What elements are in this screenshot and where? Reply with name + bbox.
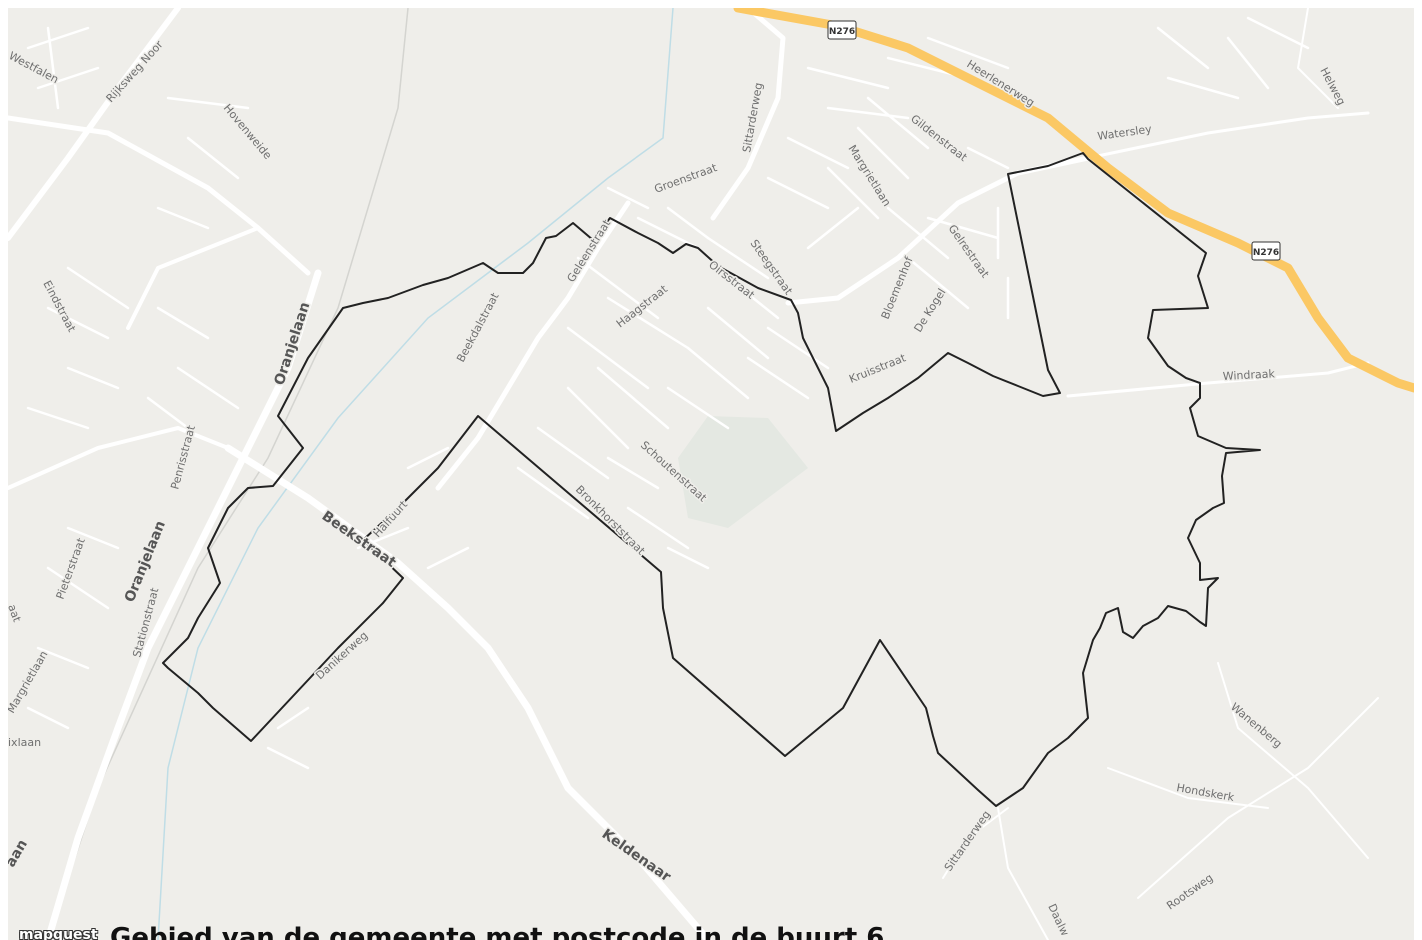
road-beekstraat xyxy=(224,444,712,940)
road-label: Margrietlaan xyxy=(845,143,893,209)
highway-shield: N276 xyxy=(827,20,857,40)
road-label: Daalw xyxy=(1045,902,1071,938)
road-east-west xyxy=(785,155,1091,306)
svg-text:N276: N276 xyxy=(829,27,855,37)
road-oranjelaan xyxy=(44,269,322,940)
road-label: Groenstraat xyxy=(653,161,720,196)
road-label: Oranjelaan xyxy=(122,519,169,605)
road-south-3 xyxy=(1137,697,1379,899)
road-helweg xyxy=(1297,8,1339,109)
road-label: aat xyxy=(8,603,24,625)
road-label: Hovenweide xyxy=(221,102,275,162)
road-south-1 xyxy=(997,807,1049,940)
road-label: Geleenstraat xyxy=(565,217,614,285)
road-label: Rijksweg Noor xyxy=(104,38,166,105)
road-geleenstraat xyxy=(435,200,631,491)
map-canvas[interactable]: N276 N276 Rijksweg Noor Westfalen Hovenw… xyxy=(8,8,1414,940)
road-west-3 xyxy=(126,226,260,330)
road-label: Rootsweg xyxy=(1164,871,1215,912)
road-windraak xyxy=(1066,361,1370,398)
road-label: Beekdalstraat xyxy=(454,290,502,364)
road-labels: Rijksweg Noor Westfalen Hovenweide Einds… xyxy=(8,36,1350,939)
road-label: Margrietlaan xyxy=(8,649,50,716)
road-west-main xyxy=(8,115,311,276)
road-label: Eindstraat xyxy=(40,278,78,334)
map-caption: Gebied van de gemeente met postcode in d… xyxy=(110,923,914,940)
railway xyxy=(47,8,409,940)
road-label: Windraak xyxy=(1222,367,1275,383)
road-label: Gelrestraat xyxy=(946,222,992,281)
road-label: Penrisstraat xyxy=(168,423,198,490)
road-label: ixlaan xyxy=(8,736,41,749)
road-rijksweg-noord xyxy=(8,8,181,241)
road-label: Sittarderweg xyxy=(942,808,993,873)
road-south-2 xyxy=(1217,662,1369,859)
highway-n276 xyxy=(733,8,1414,393)
park-area xyxy=(678,416,808,528)
road-label: Keldenaar xyxy=(599,826,674,885)
water-canal xyxy=(157,8,674,940)
road-label: Danikerweg xyxy=(313,629,370,682)
road-label: Bloemenhof xyxy=(879,254,916,321)
road-label: Kruisstraat xyxy=(847,351,908,386)
road-label: Helweg xyxy=(1317,65,1348,107)
road-label: aan xyxy=(8,837,31,870)
road-network xyxy=(8,8,1379,940)
road-label: Bronkhorststraat xyxy=(573,483,648,558)
road-west-2 xyxy=(8,426,230,490)
road-watersley xyxy=(1086,111,1370,160)
svg-text:N276: N276 xyxy=(1253,248,1279,258)
map-viewport[interactable]: N276 N276 Rijksweg Noor Westfalen Hovenw… xyxy=(8,8,1414,940)
mapquest-logo[interactable]: mapquest xyxy=(19,927,98,940)
road-sittarderweg-north xyxy=(710,8,786,221)
road-label: Watersley xyxy=(1097,122,1153,143)
area-boundary xyxy=(162,152,1261,807)
highway-shield: N276 xyxy=(1251,241,1281,261)
road-label: De Kogel xyxy=(912,286,949,334)
road-hondskerk xyxy=(1107,767,1269,809)
road-sittarderweg-south xyxy=(942,807,1009,879)
